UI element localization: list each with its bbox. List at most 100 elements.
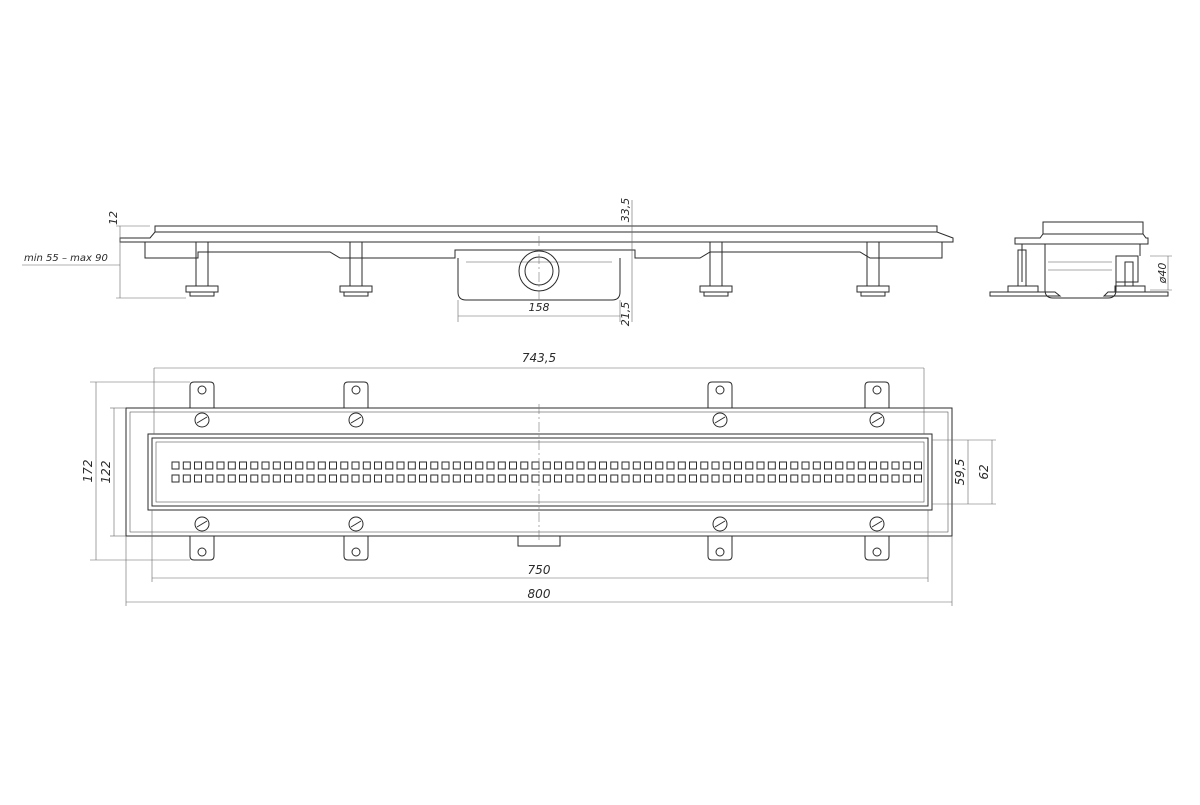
grate-hole [565, 461, 574, 470]
grate-hole [385, 461, 394, 470]
grate-hole [666, 474, 675, 483]
grate-hole [846, 461, 855, 470]
brackets-bottom [189, 533, 890, 561]
grate-hole [475, 474, 484, 483]
grate-hole [542, 461, 551, 470]
grate-hole [497, 474, 506, 483]
grate-hole [295, 474, 304, 483]
grate-hole [734, 474, 742, 483]
grate-hole [835, 461, 844, 470]
grate-hole [869, 474, 877, 483]
grate-hole [790, 474, 799, 483]
grate-hole [419, 474, 427, 483]
grate-hole [261, 474, 270, 483]
screws [194, 412, 885, 532]
dim-diameter: ø40 [1156, 263, 1169, 285]
grate-hole [599, 461, 607, 470]
grate-hole [835, 474, 844, 483]
grate-hole [182, 474, 191, 483]
grate-hole [700, 474, 709, 483]
grate-hole [801, 474, 810, 483]
grate-hole [385, 474, 394, 483]
grate-hole [340, 461, 349, 470]
grate-hole [239, 474, 247, 483]
dim-inner-length: 743,5 [522, 351, 556, 365]
grate-hole [576, 474, 585, 483]
grate-hole [284, 474, 292, 483]
grate-hole [430, 474, 439, 483]
grate-hole [644, 461, 652, 470]
grate-hole [812, 474, 821, 483]
grate-hole [666, 461, 675, 470]
grate-hole [812, 461, 821, 470]
dim-grate-length: 750 [528, 563, 551, 577]
grate-hole [891, 474, 900, 483]
grate-hole [599, 474, 607, 483]
grate-hole [419, 461, 427, 470]
grate-hole [239, 461, 247, 470]
grate-hole [711, 461, 720, 470]
grate-hole [362, 461, 371, 470]
grate-hole [677, 474, 686, 483]
grate-hole [272, 474, 281, 483]
grate-hole [194, 461, 202, 470]
grate-hole [869, 461, 877, 470]
grate-hole [734, 461, 742, 470]
grate-hole [655, 474, 664, 483]
grate-hole [846, 474, 855, 483]
grate-hole [756, 474, 765, 483]
grate-hole [700, 461, 709, 470]
grate-hole [171, 461, 180, 470]
grate-hole [441, 474, 450, 483]
grate-hole [689, 474, 697, 483]
grate-hole [767, 461, 776, 470]
grate-hole [464, 474, 472, 483]
grate-hole [261, 461, 270, 470]
grate-hole [610, 474, 619, 483]
grate-hole [227, 474, 236, 483]
grate-hole [464, 461, 472, 470]
grate-hole [779, 474, 787, 483]
grate-hole [689, 461, 697, 470]
grate-hole [576, 461, 585, 470]
grate-hole [216, 474, 225, 483]
grate-hole [362, 474, 371, 483]
grate-hole [205, 474, 214, 483]
grate-hole [542, 474, 551, 483]
grate-hole [317, 474, 326, 483]
dim-grate-width: 59,5 [953, 459, 967, 486]
grate-hole [497, 461, 506, 470]
grate-hole [272, 461, 281, 470]
dim-bottom-offset: 21,5 [619, 302, 632, 327]
grate-hole [880, 474, 889, 483]
grate-hole [317, 461, 326, 470]
grate-hole [655, 461, 664, 470]
grate-hole [520, 461, 529, 470]
grate-hole [171, 474, 180, 483]
grate-hole [486, 461, 495, 470]
grate-hole [351, 461, 360, 470]
grate-hole [520, 474, 529, 483]
grate-hole [554, 461, 562, 470]
grate-hole [329, 461, 337, 470]
grate-hole [711, 474, 720, 483]
plan-view: 743,5 172 122 750 800 59,5 62 [81, 351, 996, 606]
grate-hole [587, 474, 596, 483]
grate-hole [340, 474, 349, 483]
dim-total-width: 172 [81, 460, 95, 483]
grate-hole [284, 461, 292, 470]
grate-hole [250, 474, 259, 483]
side-legs [185, 241, 890, 297]
grate-hole [745, 474, 754, 483]
dim-height-top: 12 [107, 211, 120, 225]
grate-hole [914, 474, 922, 483]
grate-hole [475, 461, 484, 470]
grate-hole [824, 474, 832, 483]
grate-hole [396, 461, 405, 470]
grate-hole [610, 461, 619, 470]
grate-hole [430, 461, 439, 470]
grate-hole [880, 461, 889, 470]
grate-hole [745, 461, 754, 470]
grate-hole [441, 461, 450, 470]
grate-hole [902, 474, 911, 483]
